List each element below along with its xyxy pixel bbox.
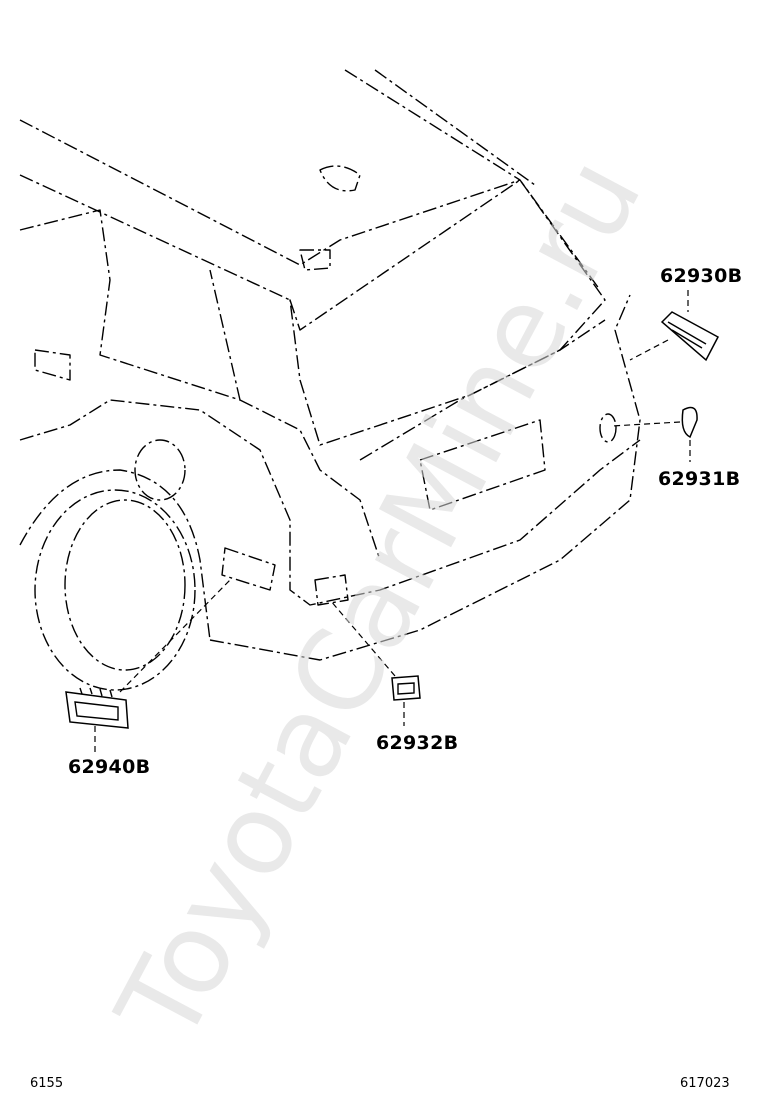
door-handle [34,349,71,381]
lower-body [19,399,641,606]
roof-top-2 [374,69,536,186]
rear-tire [34,489,196,691]
bumper [209,294,641,661]
side-reflector-area [221,547,276,591]
roof-top [344,69,601,291]
license-plate [419,419,546,511]
footer-left-code: 6155 [30,1076,64,1091]
right-reflector-spot [599,413,617,443]
rear-pillar [239,399,381,561]
rear-wheel [64,499,186,671]
part-label-62940b: 62940B [68,756,151,778]
leader-62932b [329,599,405,726]
part-62932b-shape [391,675,421,701]
leader-62931b [611,421,691,462]
wheel-arch [19,469,211,641]
roof-antenna [319,165,361,192]
part-label-62930b: 62930B [660,265,743,287]
footer-right-code: 617023 [680,1076,730,1091]
part-label-62932b: 62932B [376,732,459,754]
rear-window [289,179,606,446]
tailgate-edge [359,319,606,461]
part-62931b-shape [681,406,698,439]
fuel-door [134,439,186,501]
part-label-62931b: 62931B [658,468,741,490]
roof-line [19,119,521,266]
part-62930b-shape [660,311,720,362]
part-62940b-shape [65,687,129,729]
rear-lamp-area [314,574,349,606]
roof-clip [299,249,331,271]
side-window [19,209,241,401]
leader-62930b [629,290,689,361]
roof-rail [19,174,291,301]
leader-62940b [94,577,233,752]
